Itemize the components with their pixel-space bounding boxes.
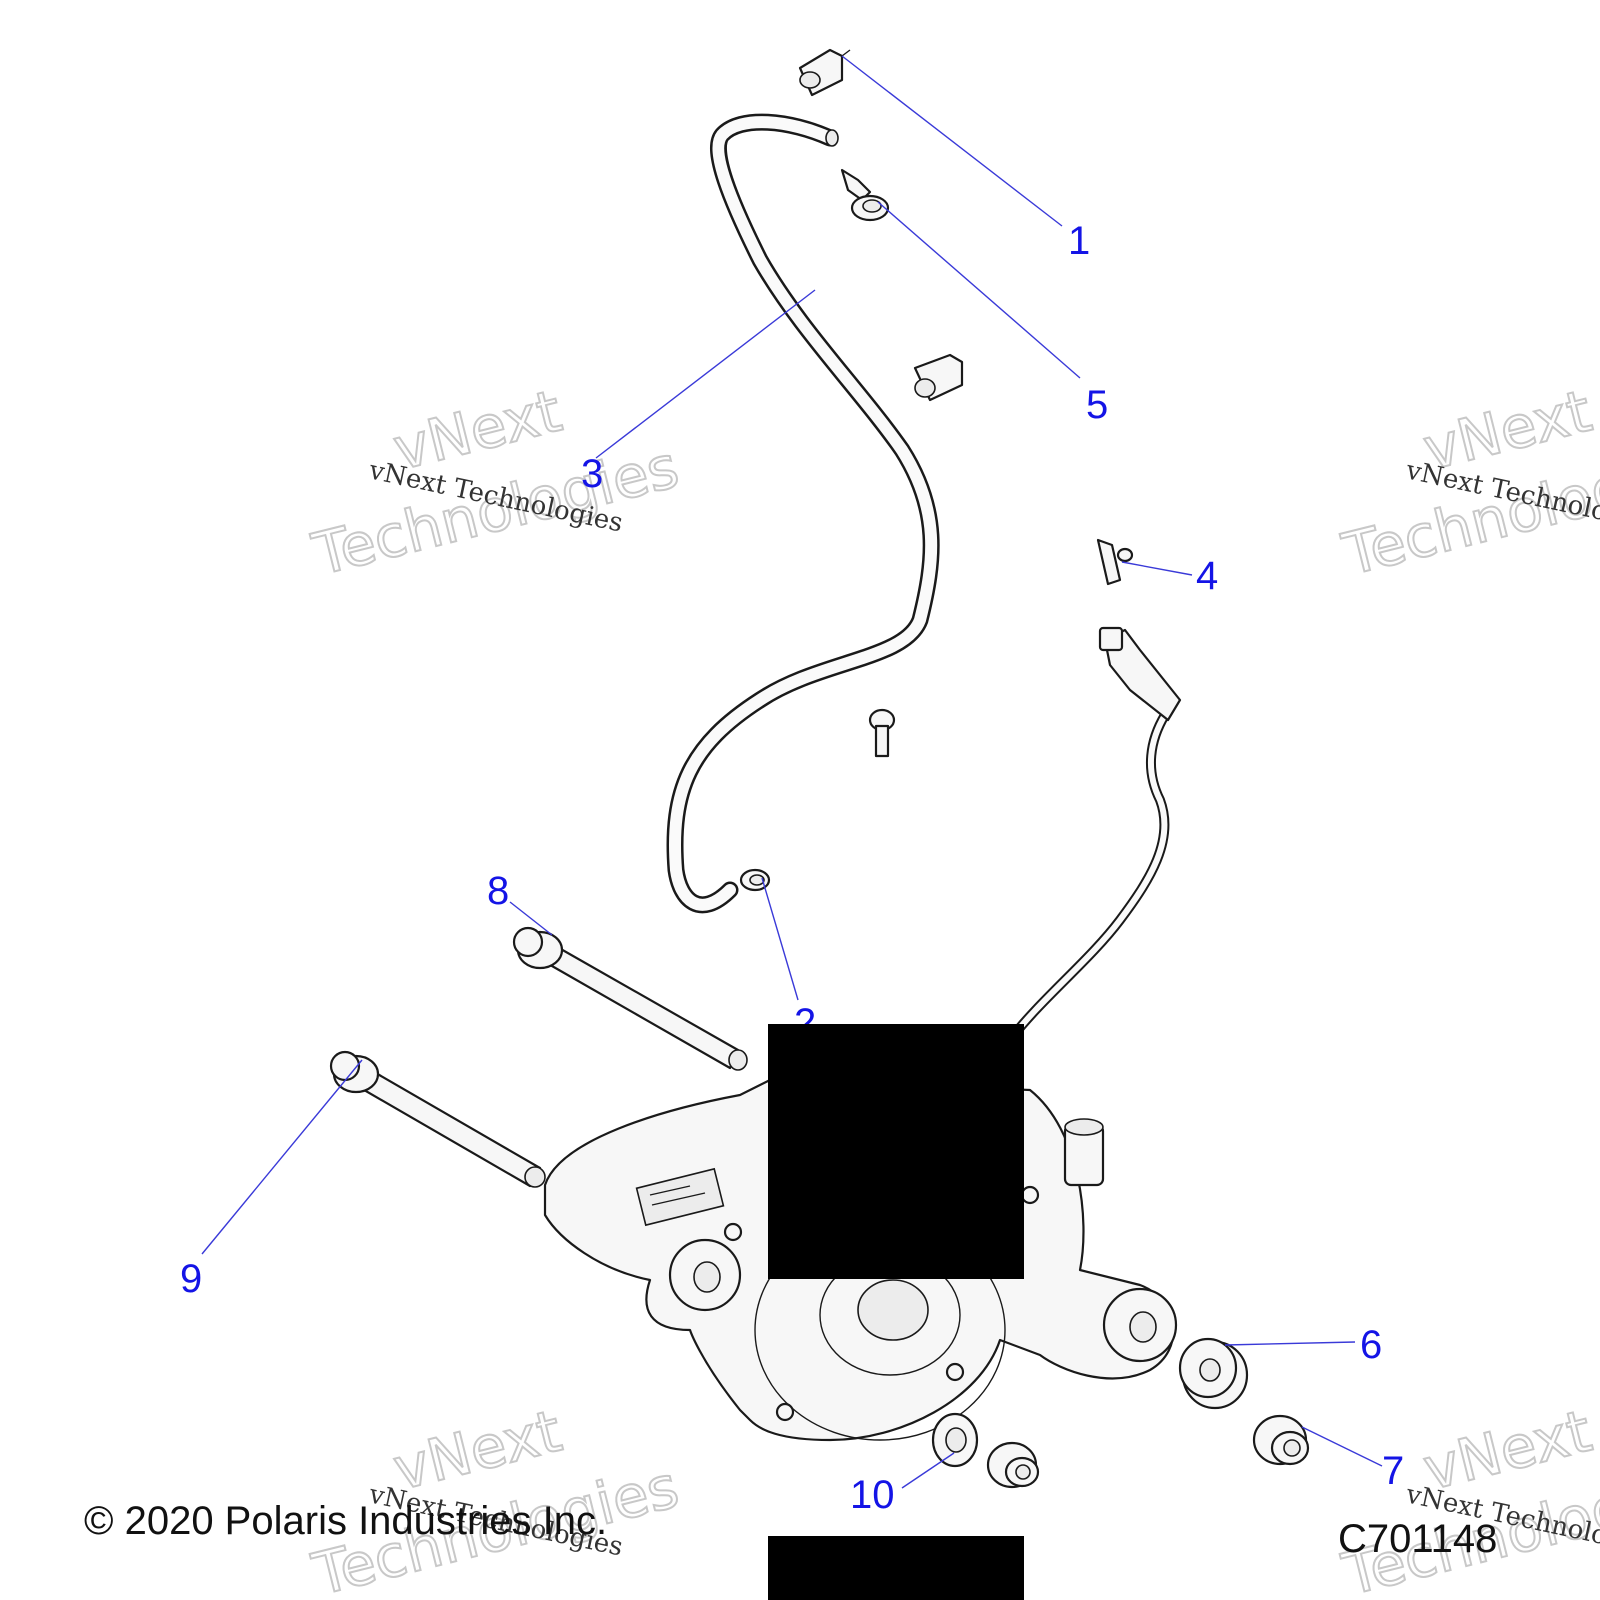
callout-labels: 1 2 3 4 5 6 7 8 9 10 — [180, 219, 1404, 1517]
watermark-right-top: vNext Technologies vNext Technologies — [1335, 376, 1600, 590]
redaction-block-bottom — [768, 1536, 1024, 1600]
redaction-block-center — [768, 1024, 1024, 1279]
callout-5: 5 — [1086, 383, 1108, 427]
part-bolt-8 — [512, 926, 748, 1071]
part-clip-2 — [913, 353, 964, 402]
callout-8: 8 — [487, 869, 509, 913]
callout-4: 4 — [1196, 554, 1218, 598]
part-sensor-harness — [1005, 626, 1182, 1045]
copyright-text: © 2020 Polaris Industries Inc. — [84, 1499, 607, 1543]
watermark-right-bottom: vNext Technologies vNext Technologies — [1335, 1396, 1600, 1600]
part-bushing — [1178, 1337, 1249, 1410]
callout-6: 6 — [1360, 1323, 1382, 1367]
callout-10: 10 — [850, 1473, 895, 1517]
watermark-left-top: vNext Technologies vNext Technologies — [305, 376, 686, 590]
part-bolt-9 — [329, 1050, 546, 1188]
part-hose-clamp — [739, 868, 771, 892]
part-clip-1 — [798, 48, 851, 97]
part-small-connector — [868, 708, 896, 758]
callout-7: 7 — [1382, 1449, 1404, 1493]
callout-3: 3 — [581, 452, 603, 496]
callout-1: 1 — [1068, 219, 1090, 263]
part-washer-nut — [931, 1412, 1040, 1489]
part-vent-fitting — [840, 168, 890, 222]
part-vent-hose — [666, 113, 940, 914]
callout-9: 9 — [180, 1257, 202, 1301]
part-flange-nut — [1252, 1414, 1310, 1466]
part-push-clip — [1096, 538, 1134, 586]
part-code: C701148 — [1338, 1517, 1497, 1561]
leader-lines — [201, 55, 1383, 1489]
